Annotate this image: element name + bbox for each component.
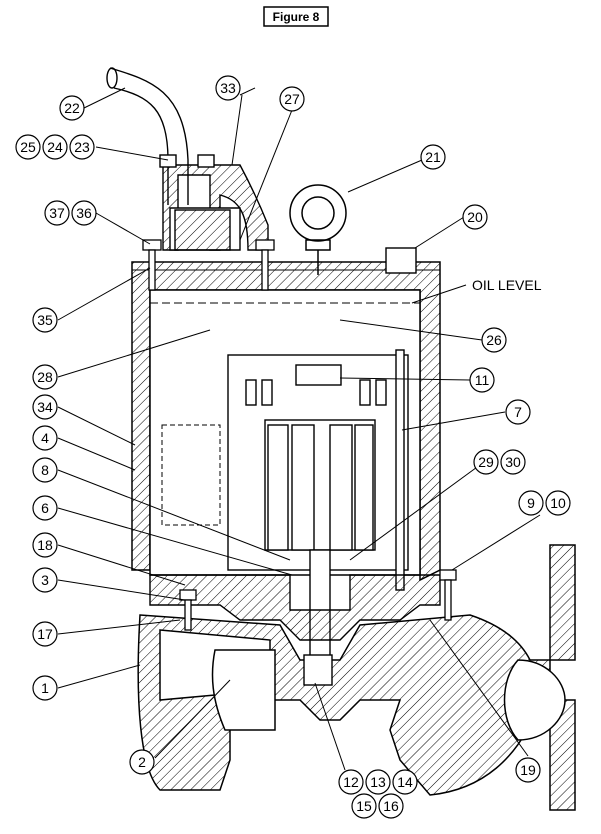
- callout-11: 11: [475, 372, 490, 388]
- callout-19: 19: [520, 762, 536, 778]
- callout-30: 30: [505, 454, 521, 470]
- callout-36: 36: [76, 205, 92, 221]
- callout-21: 21: [425, 149, 441, 165]
- callout-10: 10: [550, 495, 566, 511]
- callout-circles: [15, 75, 571, 819]
- callout-4: 4: [41, 430, 49, 446]
- callout-1: 1: [41, 680, 49, 696]
- callout-14: 14: [397, 774, 413, 790]
- leader-lines: [57, 87, 541, 771]
- callout-23: 23: [74, 139, 90, 155]
- impeller-bolt: [303, 654, 333, 686]
- callout-9: 9: [527, 495, 535, 511]
- callout-29: 29: [478, 454, 494, 470]
- callout-18: 18: [37, 537, 53, 553]
- callout-28: 28: [37, 369, 53, 385]
- callout-24: 24: [47, 139, 63, 155]
- callout-6: 6: [41, 500, 49, 516]
- oil-level-label: OIL LEVEL: [472, 277, 542, 293]
- callout-25: 25: [20, 139, 36, 155]
- callout-16: 16: [383, 798, 399, 814]
- callout-34: 34: [37, 399, 53, 415]
- callout-20: 20: [467, 209, 483, 225]
- shaft: [309, 549, 331, 661]
- cord-cap-housing: [159, 154, 269, 251]
- capacitor: [161, 424, 221, 526]
- callout-3: 3: [41, 572, 49, 588]
- figure-title: Figure 8: [273, 10, 320, 24]
- callout-17: 17: [37, 626, 53, 642]
- figure-title-box: Figure 8: [263, 6, 329, 27]
- callout-2: 2: [138, 754, 146, 770]
- eye-bolt: [289, 184, 347, 275]
- hold-down-bolts: [142, 239, 457, 631]
- callout-27: 27: [284, 91, 300, 107]
- callout-22: 22: [64, 100, 80, 116]
- oil-plug: [385, 247, 417, 274]
- callout-15: 15: [356, 798, 372, 814]
- volute: [137, 544, 576, 811]
- callout-37: 37: [49, 205, 65, 221]
- callout-26: 26: [486, 332, 502, 348]
- seal-plate: [149, 574, 441, 641]
- callout-7: 7: [514, 404, 522, 420]
- callout-35: 35: [37, 312, 53, 328]
- callout-12: 12: [343, 774, 359, 790]
- callout-8: 8: [41, 462, 49, 478]
- callout-33: 33: [220, 80, 236, 96]
- stator: [227, 349, 409, 591]
- callout-13: 13: [370, 774, 386, 790]
